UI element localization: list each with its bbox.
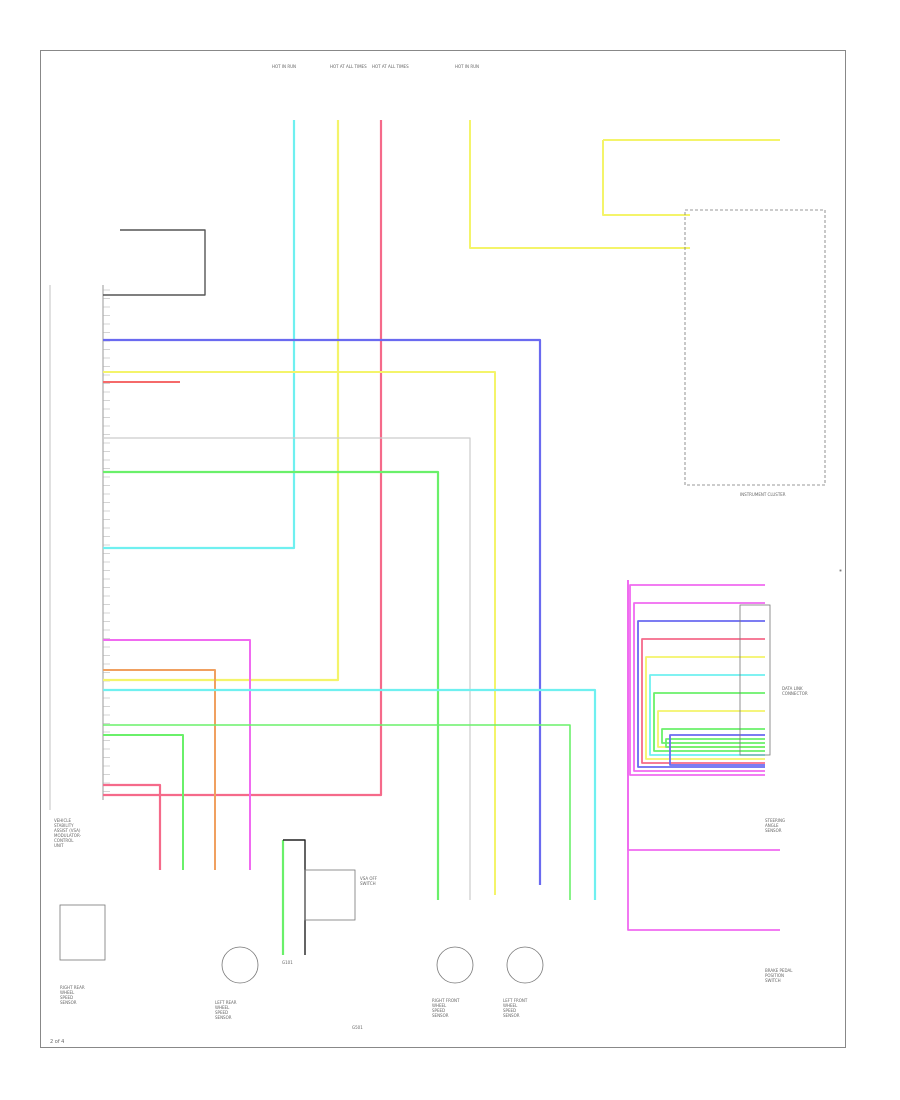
right-rear-sensor-label: RIGHT REAR WHEEL SPEED SENSOR xyxy=(60,985,85,1005)
wire-cluster-5 xyxy=(649,674,765,756)
left-front-sensor-label: LEFT FRONT WHEEL SPEED SENSOR xyxy=(503,998,528,1018)
wire-cluster-8 xyxy=(661,728,765,744)
footer-code: 2 of 4 xyxy=(50,1039,65,1045)
wire-grn-2 xyxy=(103,724,571,900)
top-label-2: HOT AT ALL TIMES xyxy=(330,64,367,69)
wire-yel-2 xyxy=(602,140,690,216)
wire-cluster-2 xyxy=(637,620,765,768)
right-front-sensor xyxy=(436,946,474,984)
ground-1-label: G101 xyxy=(282,960,293,965)
wire-wht xyxy=(103,437,471,900)
wire-red-3 xyxy=(103,783,162,870)
wire-orn xyxy=(103,669,216,870)
wire-grn xyxy=(103,470,440,900)
dlc-label: DATA LINK CONNECTOR xyxy=(782,686,808,696)
wire-lt-blu xyxy=(103,120,296,550)
instrument-cluster-box xyxy=(684,209,826,486)
wire-cluster-6 xyxy=(653,692,765,752)
top-label-3: HOT AT ALL TIMES xyxy=(372,64,409,69)
wire-gnd-blk xyxy=(283,839,306,955)
wire-cluster-0 xyxy=(629,584,765,776)
wire-yel-dlc xyxy=(469,120,690,249)
wire-lt-blu-2 xyxy=(103,688,597,900)
left-rear-sensor-label: LEFT REAR WHEEL SPEED SENSOR xyxy=(215,1000,237,1020)
right-rear-sensor-box xyxy=(59,904,106,961)
dlc-box xyxy=(739,604,771,756)
wire-blu xyxy=(103,338,542,885)
brake-switch-label: BRAKE PEDAL POSITION SWITCH xyxy=(765,968,793,983)
wire-cluster-10 xyxy=(669,734,765,766)
right-front-sensor-label: RIGHT FRONT WHEEL SPEED SENSOR xyxy=(432,998,460,1018)
wire-cluster-1 xyxy=(633,602,765,772)
instrument-cluster-label: INSTRUMENT CLUSTER xyxy=(740,492,786,497)
dummy xyxy=(839,569,842,572)
wire-cluster-9 xyxy=(665,738,765,748)
wire-yel xyxy=(103,120,340,682)
wire-red xyxy=(103,120,383,797)
vsa-switch-box xyxy=(304,869,356,921)
steering-sensor-label: STEERING ANGLE SENSOR xyxy=(765,818,786,833)
wire-cluster-4 xyxy=(645,656,765,760)
wire-blk xyxy=(103,229,206,296)
left-rear-sensor xyxy=(221,946,259,984)
ground-2-label: G501 xyxy=(352,1025,363,1030)
top-label-1: HOT IN RUN xyxy=(272,64,297,69)
diagram-frame xyxy=(40,50,846,1048)
wire-pnk xyxy=(103,639,251,870)
left-front-sensor xyxy=(506,946,544,984)
wire-yel-4 xyxy=(103,371,496,895)
vsa-switch-label: VSA OFF SWITCH xyxy=(360,876,378,886)
wire-cluster-3 xyxy=(641,638,765,764)
wire-grn-3 xyxy=(103,734,184,870)
top-label-4: HOT IN RUN xyxy=(455,64,480,69)
wire-pnk-brake xyxy=(627,580,780,931)
module-label: VEHICLE STABILITY ASSIST (VSA) MODULATOR… xyxy=(54,818,82,848)
